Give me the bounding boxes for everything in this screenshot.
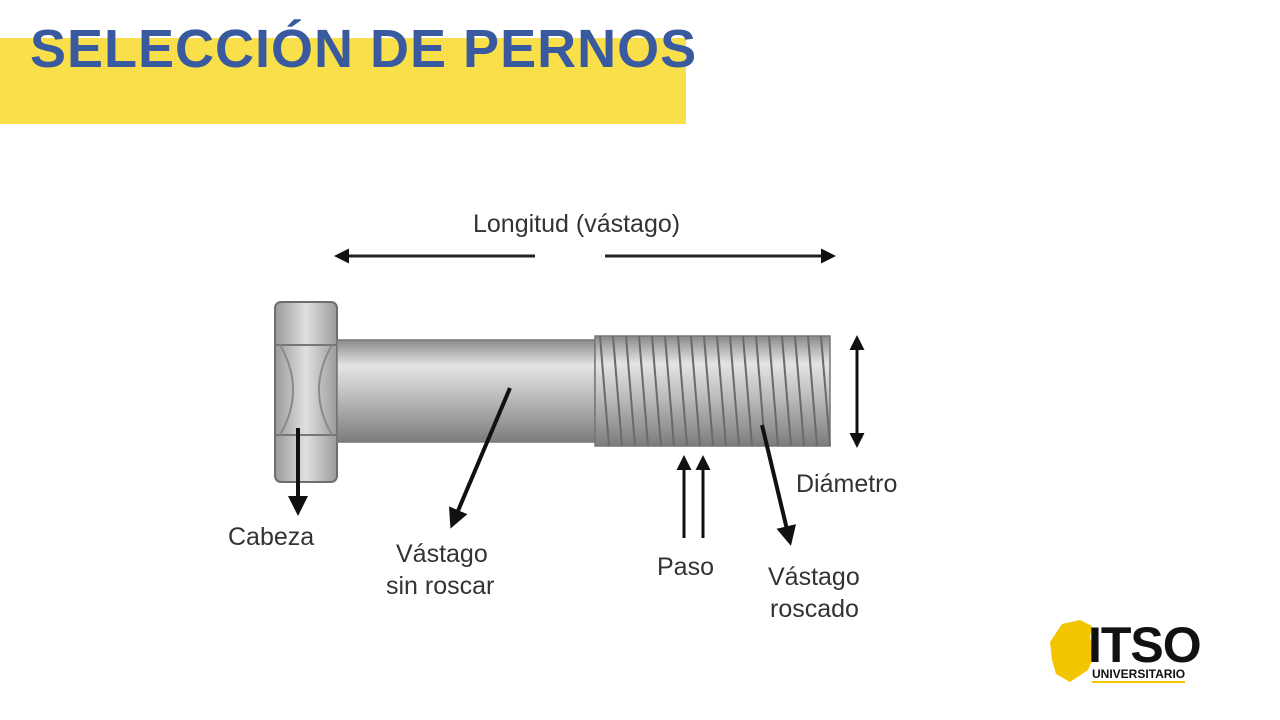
bolt-head (274, 301, 338, 483)
thread-ridge (820, 335, 831, 447)
threaded-label-line1: Vástago (768, 563, 860, 591)
length-label: Longitud (vástago) (473, 210, 680, 238)
diameter-label: Diámetro (796, 470, 897, 498)
itso-logo-subtitle: UNIVERSITARIO (1092, 667, 1186, 683)
unthreaded-shank (336, 339, 596, 443)
unthreaded-label-line1: Vástago (396, 540, 488, 568)
thread-ridge (690, 335, 701, 447)
thread-ridge (807, 335, 818, 447)
unthreaded-label-line2: sin roscar (386, 572, 494, 600)
thread-ridge (651, 335, 662, 447)
itso-logo-emblem (1050, 620, 1096, 682)
thread-ridge (638, 335, 649, 447)
thread-ridge (768, 335, 779, 447)
threaded-arrow (760, 424, 797, 546)
thread-ridge (677, 335, 688, 447)
title-highlight-band (0, 38, 686, 124)
pitch-label: Paso (657, 553, 714, 581)
thread-ridge (742, 335, 753, 447)
unthreaded-arrow (449, 387, 512, 529)
slide-title: SELECCIÓN DE PERNOS (30, 19, 698, 79)
threaded-shank (594, 335, 831, 447)
thread-ridge (716, 335, 727, 447)
thread-ridge (794, 335, 805, 447)
itso-logo-word: ITSO (1088, 617, 1202, 673)
thread-ridge (703, 335, 714, 447)
threaded-label-line2: roscado (770, 595, 859, 623)
thread-ridge (599, 335, 610, 447)
thread-ridge (781, 335, 792, 447)
thread-ridge (612, 335, 623, 447)
bolt-diagram: Longitud (vástago) Diámetro Cabeza (200, 190, 960, 630)
thread-ridge (625, 335, 636, 447)
thread-ridge (729, 335, 740, 447)
pitch-arrows (676, 455, 711, 538)
thread-ridge (664, 335, 675, 447)
head-label: Cabeza (228, 523, 314, 551)
bolt-diagram-svg: Longitud (vástago) Diámetro Cabeza (228, 210, 897, 623)
